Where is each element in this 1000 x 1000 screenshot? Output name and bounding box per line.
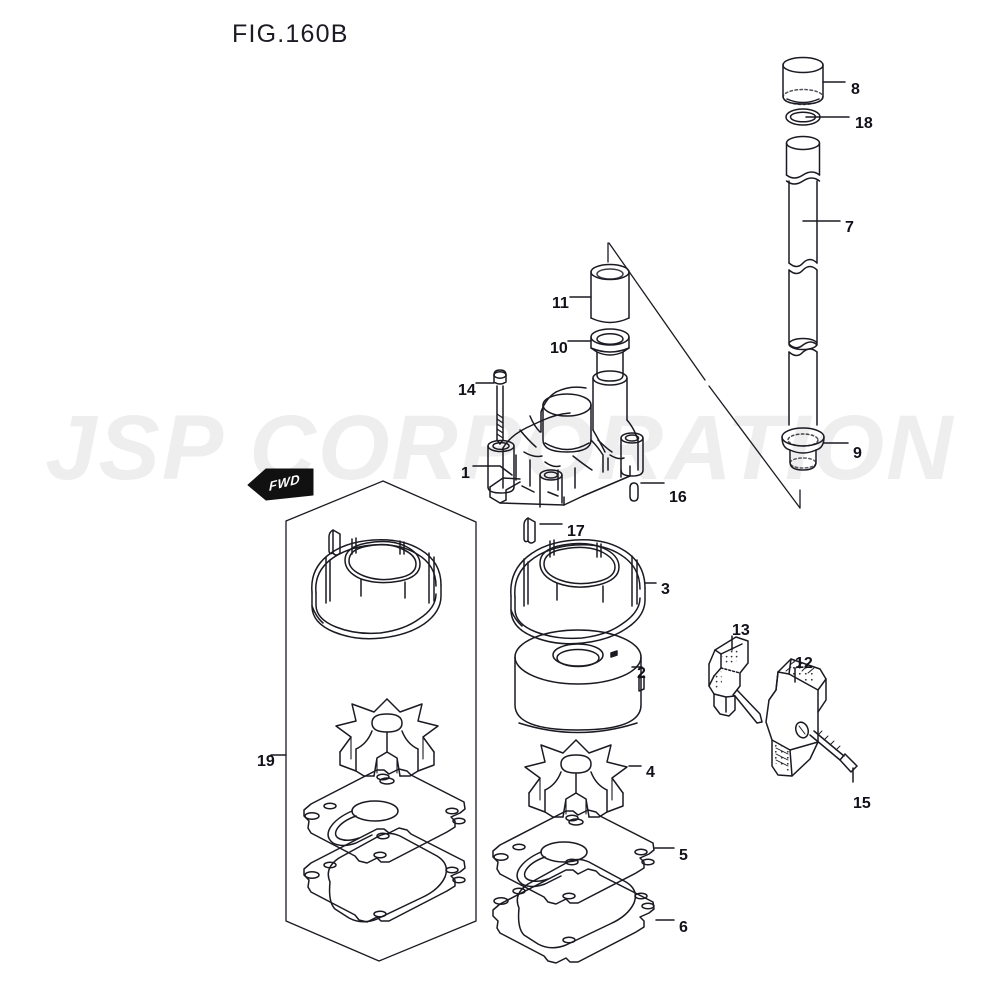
kit-liner — [311, 529, 442, 640]
part-dowel-pin-small — [629, 482, 639, 502]
part-dowel-pin — [523, 517, 536, 544]
part-anode-plate — [765, 658, 827, 777]
kit-impeller — [335, 698, 439, 785]
part-pump-case-cup — [514, 629, 645, 734]
callout-outer-plate: 5 — [679, 847, 688, 864]
callout-tube-bushing: 10 — [550, 340, 568, 357]
part-pump-case-bolt — [493, 369, 507, 445]
callout-tube-sleeve: 11 — [552, 295, 569, 312]
part-tube-grommet-lower — [781, 427, 825, 471]
callout-tube-collar: 8 — [851, 81, 860, 98]
fwd-marker: FWD — [247, 468, 313, 502]
fwd-arrow-shape — [247, 468, 314, 501]
callout-gasket-lower: 6 — [679, 919, 688, 936]
callout-anode-screw: 15 — [853, 795, 871, 812]
kit-outer-plate — [303, 768, 466, 864]
part-water-tube — [785, 135, 821, 426]
part-repair-kit-box — [285, 480, 477, 962]
callout-tube-grommet-lower: 9 — [853, 445, 862, 462]
callout-pump-case-bolt: 14 — [458, 382, 476, 399]
callout-dowel-pin-small: 16 — [669, 489, 687, 506]
callout-water-pump-repair-kit: 19 — [257, 753, 275, 770]
callout-pump-case-cup: 2 — [637, 665, 646, 682]
section-break-lines — [607, 242, 801, 509]
part-bracket-clip — [708, 636, 763, 724]
callout-water-pump-case: 1 — [461, 465, 470, 482]
part-outer-plate — [492, 809, 655, 905]
part-anode-screw — [809, 730, 858, 773]
part-pump-case-liner — [510, 538, 646, 645]
figure-title: FIG.160B — [232, 20, 349, 48]
leader-lines — [270, 81, 854, 921]
callout-tube-o-ring: 18 — [855, 115, 873, 132]
watermark: JSP CORPORATION — [45, 397, 955, 499]
part-water-pump-case — [487, 370, 644, 508]
callout-dowel-pin: 17 — [567, 523, 585, 540]
callout-pump-case-liner: 3 — [661, 581, 670, 598]
callout-impeller: 4 — [646, 764, 655, 781]
part-impeller — [524, 739, 628, 826]
part-tube-sleeve — [590, 263, 630, 324]
part-tube-bushing — [590, 328, 630, 382]
callout-anode-plate: 12 — [795, 655, 813, 672]
part-gasket-lower — [492, 858, 655, 964]
fwd-label: FWD — [269, 471, 301, 494]
part-tube-collar — [782, 56, 824, 106]
kit-gasket — [303, 827, 466, 923]
callout-water-tube: 7 — [845, 219, 854, 236]
callout-bracket-clip: 13 — [732, 622, 750, 639]
